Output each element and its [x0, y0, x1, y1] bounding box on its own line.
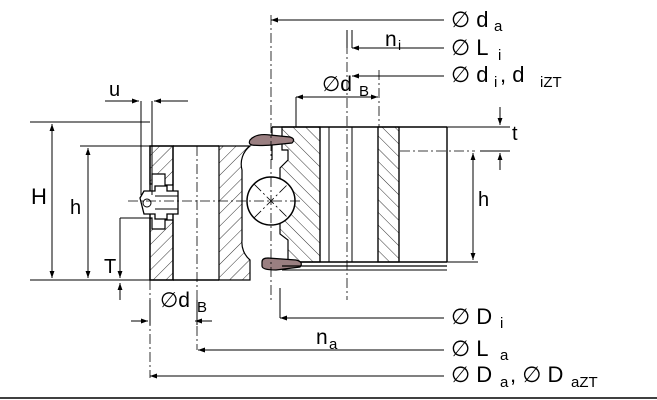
seal-top: [248, 133, 295, 147]
label-Da: ∅ D a , ∅ D aZT: [451, 362, 598, 391]
label-dB-top: ∅d B: [322, 73, 369, 100]
label-diZT-sub: iZT: [540, 74, 562, 91]
label-Li: ∅ L i: [451, 35, 501, 64]
label-Da-main: ∅ D: [451, 362, 492, 387]
inner-ring: [271, 126, 448, 263]
label-na-main: n: [316, 326, 328, 349]
label-dB-top-sub: B: [359, 83, 369, 100]
label-na: n a: [316, 326, 338, 353]
label-La-sub: a: [500, 347, 509, 364]
grease-nipple-icon: [139, 185, 179, 220]
label-T: T: [104, 256, 116, 278]
label-da-sub: a: [494, 18, 503, 35]
label-Di-sub: i: [500, 315, 503, 332]
dimension-lines: [30, 17, 510, 379]
label-Da-sep: , ∅ D: [510, 362, 563, 387]
label-Di: ∅ D i: [451, 304, 503, 332]
label-dB-top-main: ∅d: [322, 73, 352, 96]
label-H: H: [31, 184, 47, 209]
label-Li-sub: i: [498, 47, 501, 64]
label-La: ∅ L a: [451, 336, 509, 364]
label-t: t: [512, 123, 518, 145]
label-dB-bottom-sub: B: [197, 299, 207, 316]
label-di: ∅ d i , d iZT: [451, 62, 562, 91]
label-di-main: ∅ d: [451, 62, 489, 87]
label-ni-sub: i: [398, 37, 401, 53]
label-da: ∅ d a: [451, 7, 503, 35]
label-Di-main: ∅ D: [451, 304, 492, 329]
label-u: u: [109, 79, 120, 101]
label-Li-main: ∅ L: [451, 35, 489, 60]
label-na-sub: a: [329, 336, 338, 353]
label-di-sub: i: [494, 74, 497, 91]
label-h-left: h: [70, 197, 81, 219]
label-di-sep: , d: [500, 62, 524, 87]
label-h-right: h: [478, 189, 489, 211]
label-ni: n i: [385, 28, 401, 53]
label-La-main: ∅ L: [451, 336, 489, 361]
label-Da-sub: a: [500, 374, 509, 391]
label-dB-bottom-main: ∅d: [160, 289, 190, 312]
gear-teeth-band: [282, 265, 447, 271]
label-da-main: ∅ d: [451, 7, 489, 32]
seal-bottom: [261, 257, 302, 271]
label-dB-bottom: ∅d B: [160, 289, 207, 316]
label-DaZT-sub: aZT: [571, 374, 598, 391]
label-ni-main: n: [385, 28, 397, 51]
